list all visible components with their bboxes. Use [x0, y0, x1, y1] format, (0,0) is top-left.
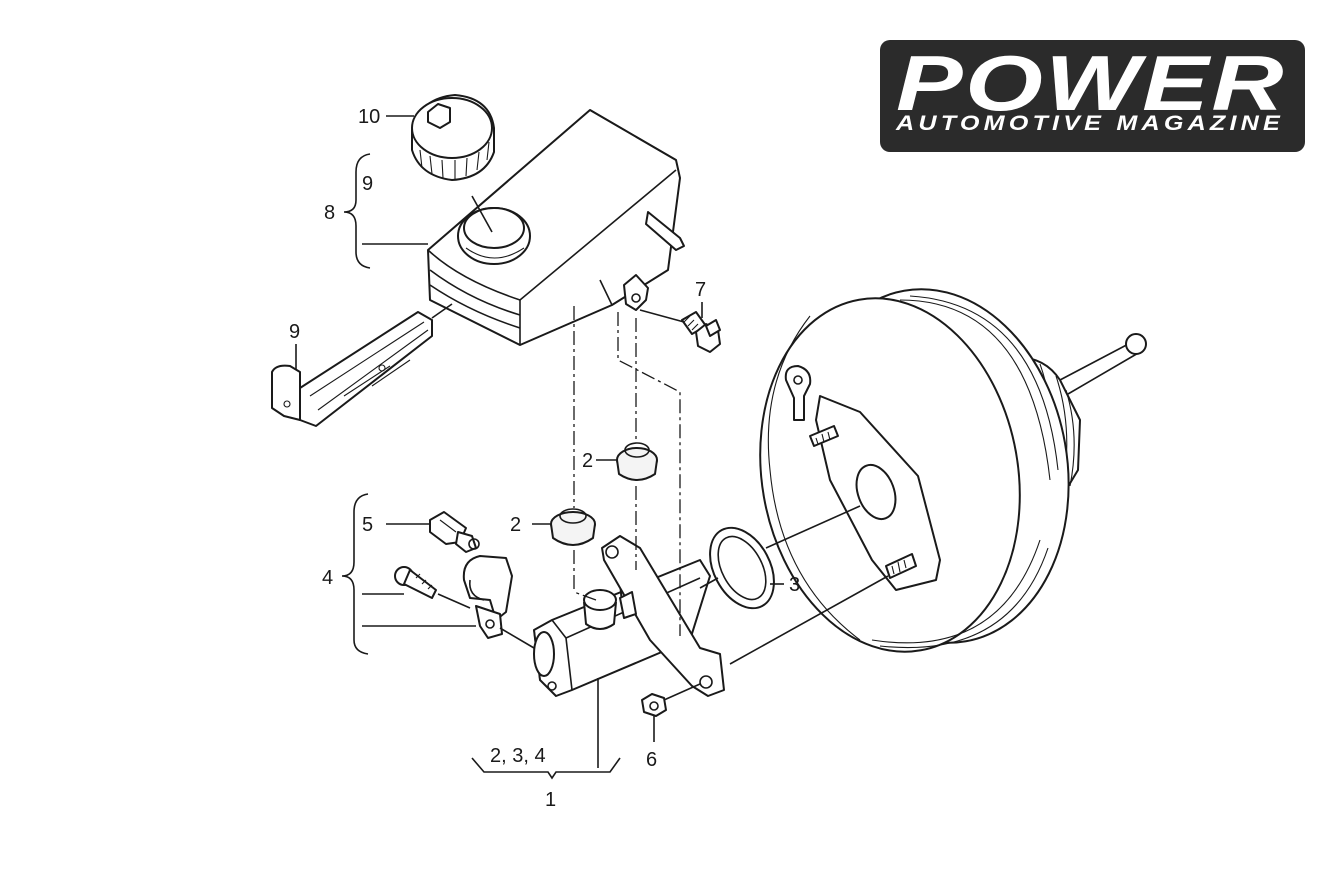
callout-9-top: 9: [362, 173, 373, 195]
bracket-bolt: [394, 566, 437, 599]
brake-booster: [759, 288, 1147, 653]
brake-fluid-reservoir: [427, 109, 685, 346]
mounting-bolt: [681, 311, 721, 353]
callout-labels: 10 9 8 9 7 2 2 5 4 3 6 2, 3, 4 1: [289, 106, 800, 811]
grommet-upper: [616, 442, 658, 481]
logo-subtitle: AUTOMOTIVE MAGAZINE: [895, 112, 1284, 135]
callout-5: 5: [362, 514, 373, 536]
bracket-clip: [462, 555, 513, 639]
hex-icon: [427, 103, 451, 129]
logo-title: POWER: [896, 39, 1286, 127]
callout-9-lower: 9: [289, 321, 300, 343]
callout-10: 10: [358, 106, 380, 128]
pressure-switch: [429, 511, 480, 553]
leader-lines: [295, 115, 889, 780]
callout-4: 4: [322, 567, 333, 589]
callout-3: 3: [789, 574, 800, 596]
grommet-lower: [550, 508, 596, 546]
hex-nut: [641, 693, 667, 717]
master-cylinder: [533, 535, 725, 697]
callout-7: 7: [695, 279, 706, 301]
gasket-ring: [709, 526, 775, 610]
logo-background: [880, 40, 1305, 152]
callout-6: 6: [646, 749, 657, 771]
assembly-lines: [573, 306, 681, 636]
level-sensor: [271, 311, 433, 427]
callout-2-3-4: 2, 3, 4: [490, 745, 546, 767]
callout-2-upper: 2: [582, 450, 593, 472]
callout-2-lower: 2: [510, 514, 521, 536]
callout-1: 1: [545, 789, 556, 811]
magazine-logo: POWER AUTOMOTIVE MAGAZINE: [880, 39, 1305, 152]
callout-8: 8: [324, 202, 335, 224]
reservoir-cap: [411, 94, 495, 181]
